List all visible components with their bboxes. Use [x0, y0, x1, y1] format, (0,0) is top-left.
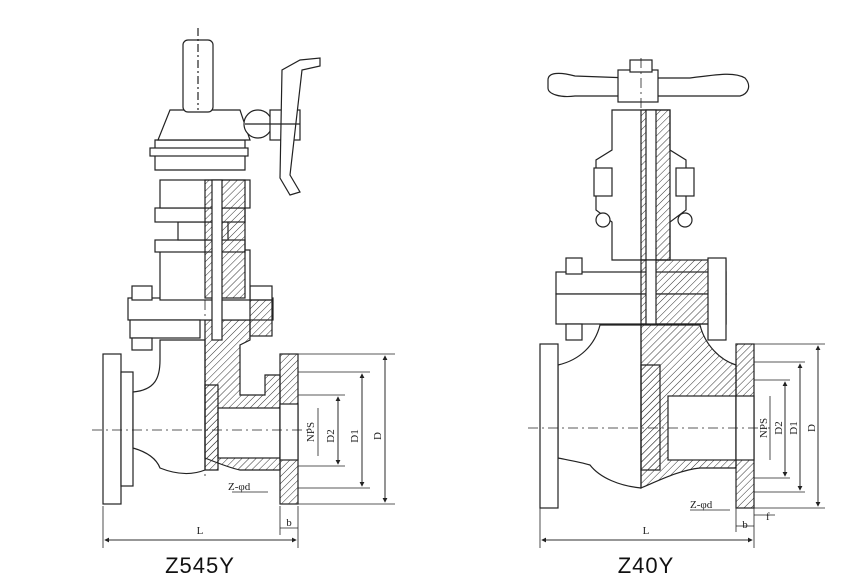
dim-d-label: D	[806, 424, 818, 432]
valve-z40y-drawing	[528, 58, 770, 509]
dim-l-label: L	[643, 525, 650, 537]
dim-d1-label: D1	[349, 429, 361, 442]
dim-nps-label: NPS	[305, 422, 317, 442]
dim-d-label: D	[372, 432, 384, 440]
dim-holes-label: Z-φd	[228, 481, 251, 493]
dim-d1-label: D1	[788, 421, 800, 434]
dim-b-label: b	[286, 517, 292, 529]
dim-d2-label: D2	[773, 421, 785, 434]
dim-nps-label: NPS	[758, 418, 770, 438]
valve-z545y-drawing	[92, 28, 321, 505]
valve-z40y-dim-labels: L b f D D1 D2 NPS Z-φd	[643, 418, 818, 537]
model-label-z545y: Z545Y	[165, 553, 235, 578]
valve-z40y-dimensions	[539, 343, 825, 548]
valve-z545y-dim-labels: L b D D1 D2 NPS Z-φd	[197, 422, 384, 537]
valve-z545y-dimensions	[102, 353, 395, 548]
dim-holes-label: Z-φd	[690, 499, 713, 511]
dim-f-label: f	[766, 511, 770, 523]
model-label-z40y: Z40Y	[618, 553, 675, 578]
dim-l-label: L	[197, 525, 204, 537]
dim-d2-label: D2	[325, 429, 337, 442]
dim-b-label: b	[742, 519, 748, 531]
